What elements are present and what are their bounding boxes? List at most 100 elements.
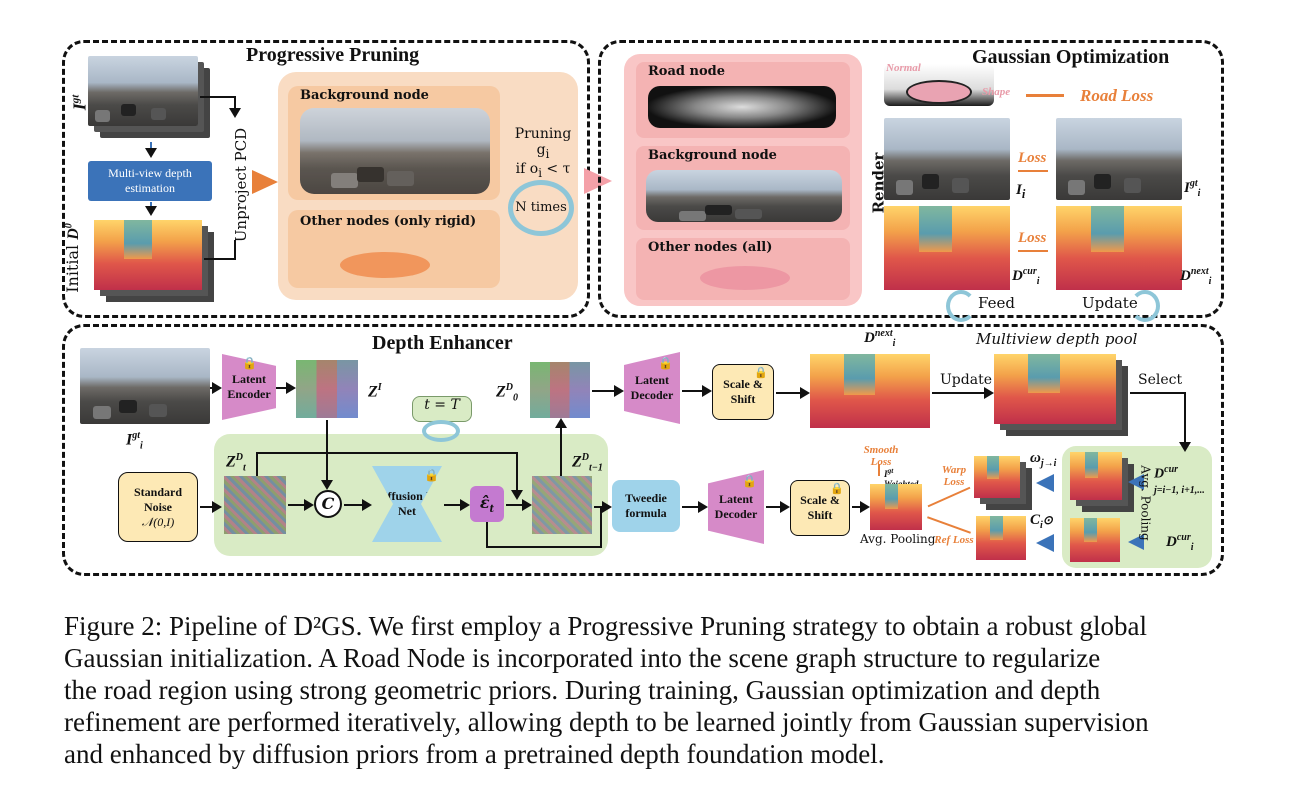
loss2-arrow xyxy=(1018,250,1048,252)
ci-label: Ci⊙ xyxy=(1030,512,1053,531)
arrow-to-encoder xyxy=(210,382,222,394)
blue-arrow-dj xyxy=(1128,474,1144,490)
bracket-bottom-up xyxy=(234,240,236,260)
arrow-to-dnext xyxy=(776,387,810,399)
lock-icon-scale2: 🔒 xyxy=(830,482,844,495)
dcur-i-image xyxy=(1070,518,1120,562)
caption-line-5: and enhanced by diffusion priors from a … xyxy=(64,739,885,769)
dcur-label: Dcuri xyxy=(1012,266,1040,287)
latent-decoder-2: Latent Decoder xyxy=(708,470,764,544)
latent-encoder-box: Latent Encoder xyxy=(222,354,276,420)
arrow-to-decoder1 xyxy=(592,385,624,397)
road-loss-arrow xyxy=(1026,94,1064,97)
lock-icon-encoder: 🔒 xyxy=(242,356,257,370)
ref-loss-label: Ref Loss xyxy=(934,534,974,546)
enhancer-input-image xyxy=(80,348,210,424)
z-ii-latent xyxy=(296,360,358,418)
caption-line-4: refinement are performed iteratively, al… xyxy=(64,707,1149,737)
figure-caption: Figure 2: Pipeline of D²GS. We first emp… xyxy=(64,610,1244,770)
arrow-down-2 xyxy=(145,202,157,216)
ci-depth-image xyxy=(976,516,1026,560)
select-line xyxy=(1130,392,1186,394)
orange-arrow-1 xyxy=(252,170,278,194)
gaussian-optimization-panel xyxy=(598,40,1224,318)
select-label: Select xyxy=(1138,372,1183,388)
zt-top-line-down xyxy=(511,452,523,500)
eps-bottom-line xyxy=(486,522,488,546)
avg-pooling-label-1: Avg. Pooling xyxy=(860,532,936,546)
z0-latent xyxy=(530,362,590,418)
road-loss-label: Road Loss xyxy=(1080,86,1154,105)
dnext-image xyxy=(1056,206,1182,290)
arrow-zii-down xyxy=(321,420,333,490)
enhancer-dnext-image xyxy=(810,354,930,428)
arrow-tweedie-to-decoder2 xyxy=(682,501,708,513)
depth-enhancer-panel xyxy=(62,324,1224,576)
pruning-text: Pruning gi if oi < τ xyxy=(514,126,572,180)
n-times-loop-icon xyxy=(508,180,574,236)
bracket-top-arrow xyxy=(229,96,241,118)
tweedie-box: Tweedie formula xyxy=(612,480,680,532)
warp-loss-label: Warp Loss xyxy=(941,464,967,488)
t-eq-box: t = T xyxy=(412,396,472,422)
lock-icon-scale1: 🔒 xyxy=(754,366,768,379)
shape-label: Shape xyxy=(982,86,1011,98)
normal-label: Normal xyxy=(886,62,921,74)
arrow-to-scale2 xyxy=(766,501,790,513)
initial-depth-images xyxy=(94,220,202,290)
gaussian-ellipse xyxy=(906,80,972,104)
zt-label: ZDt xyxy=(226,452,246,474)
arrow-to-scale1 xyxy=(682,385,712,397)
blue-arrow-di xyxy=(1128,534,1144,550)
multiview-pool-label: Multiview depth pool xyxy=(976,330,1138,348)
blue-arrow-ci xyxy=(1036,534,1054,552)
arrow-to-weighted xyxy=(852,501,870,513)
update-loop-icon xyxy=(1130,290,1160,322)
lock-icon-unet: 🔒 xyxy=(424,468,439,482)
weighted-depth-image xyxy=(870,484,922,530)
caption-line-1: Figure 2: Pipeline of D²GS. We first emp… xyxy=(64,611,1148,641)
zt-top-line-h xyxy=(256,452,518,454)
mvd-box: Multi-view depth estimation xyxy=(88,161,212,201)
arrow-concat-to-unet xyxy=(344,499,372,511)
update-label-top: Update xyxy=(1082,294,1138,312)
igt-right-label: Igti xyxy=(1184,178,1201,199)
enhancer-igt-label: Igti xyxy=(126,430,143,452)
dcur-i-label: Dcuri xyxy=(1166,532,1194,553)
opt-bg-node-label: Background node xyxy=(648,148,777,163)
bracket-bottom xyxy=(204,258,236,260)
loss1-arrow xyxy=(1018,170,1048,172)
arrow-zt1-to-tweedie xyxy=(594,501,612,513)
arrow-update xyxy=(932,387,994,399)
enhancer-dnext-label: Dnexti xyxy=(864,328,896,349)
depth-enhancer-title: Depth Enhancer xyxy=(372,332,513,354)
caption-line-3: the road region using strong geometric p… xyxy=(64,675,1101,705)
pruning-bg-node-label: Background node xyxy=(300,88,429,103)
initial-depth-label: Initial D0 xyxy=(62,223,82,293)
loss1-label: Loss xyxy=(1018,150,1047,166)
all-blobs xyxy=(700,266,790,290)
zt1-up-line xyxy=(560,422,562,476)
arrow-noise-to-zt xyxy=(200,501,222,513)
lock-icon-decoder1: 🔒 xyxy=(658,356,673,370)
eps-bottom-line-h xyxy=(486,546,602,548)
smooth-loss-label: Smooth Loss xyxy=(863,444,899,468)
caption-line-2: Gaussian initialization. A Road Node is … xyxy=(64,643,1101,673)
arrow-unet-to-eps xyxy=(444,499,470,511)
zt1-label: ZDt−1 xyxy=(572,452,603,474)
arrow-to-zii xyxy=(276,382,296,394)
gaussian-optimization-title: Gaussian Optimization xyxy=(972,46,1170,68)
lock-icon-decoder2: 🔒 xyxy=(742,474,757,488)
road-node-label: Road node xyxy=(648,64,725,79)
rendered-image xyxy=(884,118,1010,200)
z0-label: ZD0 xyxy=(496,382,519,404)
omega-depth-images xyxy=(974,456,1020,498)
loss2-label: Loss xyxy=(1018,230,1047,246)
zt1-up-arrowhead xyxy=(555,418,567,428)
arrow-zt-to-concat xyxy=(288,499,314,511)
concat-icon: C xyxy=(314,490,342,518)
eps-bottom-line-up xyxy=(600,508,602,548)
z-ii-label: ZI xyxy=(368,382,382,401)
blue-arrow-omega xyxy=(1036,474,1054,492)
enhancer-update-label: Update xyxy=(940,372,992,388)
